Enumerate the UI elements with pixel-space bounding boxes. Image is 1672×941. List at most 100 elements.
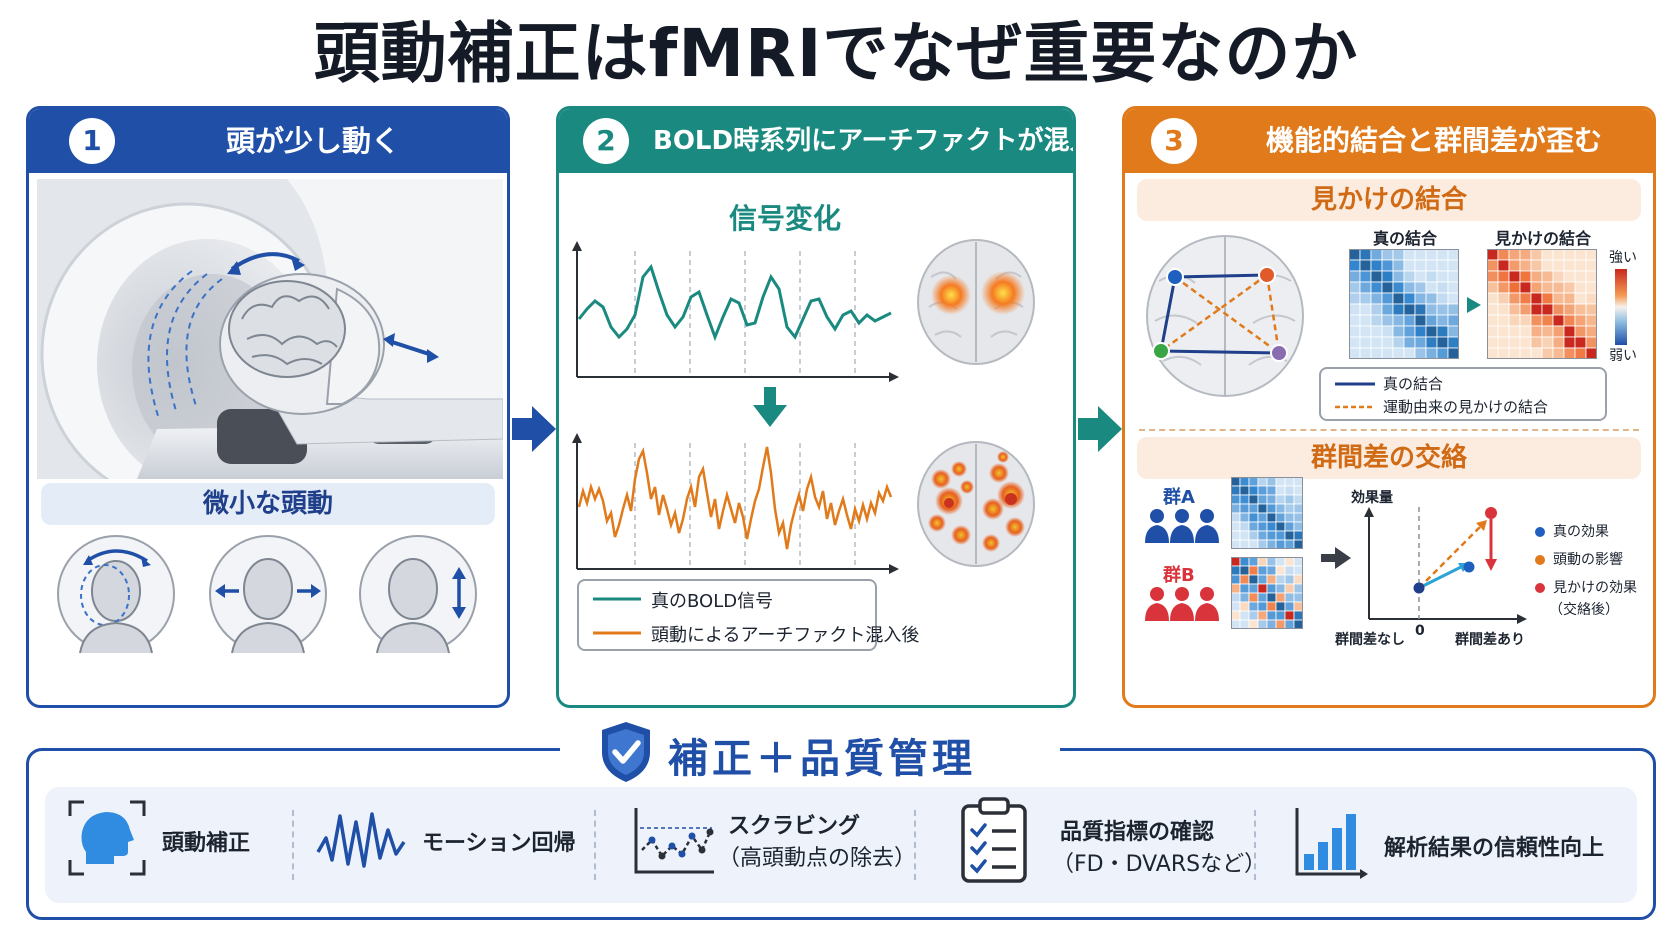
matrix-cell xyxy=(1563,249,1576,261)
matrix-cell xyxy=(1414,259,1427,272)
matrix-cell xyxy=(1392,292,1405,305)
matrix-cell xyxy=(1370,347,1383,359)
matrix-cell xyxy=(1266,521,1277,532)
matrix-cell xyxy=(1248,619,1259,629)
bar-chart-up-icon xyxy=(1295,808,1368,879)
matrix-cell xyxy=(1239,565,1250,576)
matrix-cell xyxy=(1574,281,1587,294)
matrix-cell xyxy=(1403,259,1416,272)
clipboard-checklist-icon xyxy=(961,797,1027,883)
scrubbing-label: スクラビング xyxy=(728,814,861,839)
flow-arrow-2 xyxy=(1078,406,1122,452)
matrix-cell xyxy=(1257,565,1268,576)
colorbar-high-label: 強い xyxy=(1609,250,1637,266)
panel-2-title: BOLD時系列にアーチファクトが混入 xyxy=(653,126,1076,156)
matrix-cell xyxy=(1519,314,1532,327)
matrix-cell xyxy=(1585,292,1597,305)
matrix-cell xyxy=(1239,592,1250,603)
matrix-cell xyxy=(1487,347,1499,359)
matrix-cell xyxy=(1349,303,1361,316)
matrix-cell xyxy=(1552,347,1565,359)
matrix-cell xyxy=(1487,325,1499,338)
matrix-cell xyxy=(1293,583,1303,594)
matrix-cell xyxy=(1248,494,1259,505)
matrix-cell xyxy=(1266,610,1277,621)
group-a-matrix xyxy=(1231,477,1303,549)
correction-qc-inner xyxy=(45,787,1637,903)
matrix-cell xyxy=(1585,249,1597,261)
panel-1-header: 1 頭が少し動く xyxy=(29,109,507,173)
matrix-cell xyxy=(1530,270,1543,283)
matrix-cell xyxy=(1414,281,1427,294)
quality-metrics-label: 品質指標の確認 xyxy=(1060,820,1215,845)
matrix-cell xyxy=(1284,512,1295,523)
matrix-cell xyxy=(1231,485,1241,496)
matrix-border xyxy=(1487,249,1597,359)
matrix-cell xyxy=(1574,314,1587,327)
colorbar-low-label: 弱い xyxy=(1609,348,1637,364)
matrix-cell xyxy=(1403,347,1416,359)
matrix-cell xyxy=(1447,347,1459,359)
matrix-cell xyxy=(1275,503,1286,514)
matrix-cell xyxy=(1359,281,1372,294)
matrix-cell xyxy=(1293,485,1303,496)
panel-3-header: 3 機能的結合と群間差が歪む xyxy=(1125,109,1653,173)
matrix-cell xyxy=(1487,314,1499,327)
matrix-cell xyxy=(1248,592,1259,603)
matrix-cell xyxy=(1381,314,1394,327)
matrix-cell xyxy=(1248,521,1259,532)
matrix-cell xyxy=(1530,336,1543,349)
matrix-cell xyxy=(1530,347,1543,359)
panel-2-header: 2 BOLD時系列にアーチファクトが混入 xyxy=(559,109,1073,173)
matrix-cell xyxy=(1487,336,1499,349)
matrix-cell xyxy=(1257,477,1268,487)
matrix-cell xyxy=(1487,292,1499,305)
matrix-cell xyxy=(1257,539,1268,549)
matrix-cell xyxy=(1239,521,1250,532)
matrix-cell xyxy=(1519,281,1532,294)
section-divider xyxy=(1139,429,1639,431)
matrix-cell xyxy=(1403,325,1416,338)
matrix-cell xyxy=(1414,303,1427,316)
matrix-cell xyxy=(1508,249,1521,261)
matrix-cell xyxy=(1574,325,1587,338)
step-number-2: 2 xyxy=(583,118,629,164)
matrix-cell xyxy=(1530,314,1543,327)
matrix-cell xyxy=(1530,259,1543,272)
matrix-cell xyxy=(1541,303,1554,316)
matrix-cell xyxy=(1425,303,1438,316)
matrix-cell xyxy=(1231,565,1241,576)
down-arrow-icon xyxy=(753,387,787,427)
matrix-cell xyxy=(1497,281,1510,294)
page-title: 頭動補正はfMRIでなぜ重要なのか xyxy=(313,15,1359,92)
matrix-cell xyxy=(1359,325,1372,338)
matrix-cell xyxy=(1275,574,1286,585)
matrix-cell xyxy=(1447,325,1459,338)
matrix-cell xyxy=(1447,292,1459,305)
matrix-cell xyxy=(1436,303,1449,316)
group-b-label: 群B xyxy=(1163,565,1195,586)
matrix-cell xyxy=(1403,292,1416,305)
matrix-cell xyxy=(1239,583,1250,594)
rotation-head-icon xyxy=(57,535,175,654)
x-axis-zero-label: 0 xyxy=(1415,623,1425,639)
matrix-cell xyxy=(1497,249,1510,261)
matrix-cell xyxy=(1519,336,1532,349)
legend-dot-true-effect xyxy=(1535,527,1545,537)
legend-label-apparent-effect: 見かけの効果 xyxy=(1553,580,1637,596)
matrix-cell xyxy=(1349,347,1361,359)
matrix-cell xyxy=(1275,592,1286,603)
legend-swatch-artifact xyxy=(593,631,641,635)
matrix-cell xyxy=(1248,530,1259,541)
effect-size-chart xyxy=(1364,507,1527,624)
matrix-cell xyxy=(1425,281,1438,294)
matrix-cell xyxy=(1563,347,1576,359)
matrix-cell xyxy=(1293,539,1303,549)
matrix-cell xyxy=(1585,281,1597,294)
matrix-cell xyxy=(1552,249,1565,261)
group-a-people-icon xyxy=(1145,509,1219,543)
matrix-cell xyxy=(1530,303,1543,316)
correction-qc-title: 補正＋品質管理 xyxy=(668,736,976,782)
matrix-cell xyxy=(1231,592,1241,603)
matrix-cell xyxy=(1519,249,1532,261)
